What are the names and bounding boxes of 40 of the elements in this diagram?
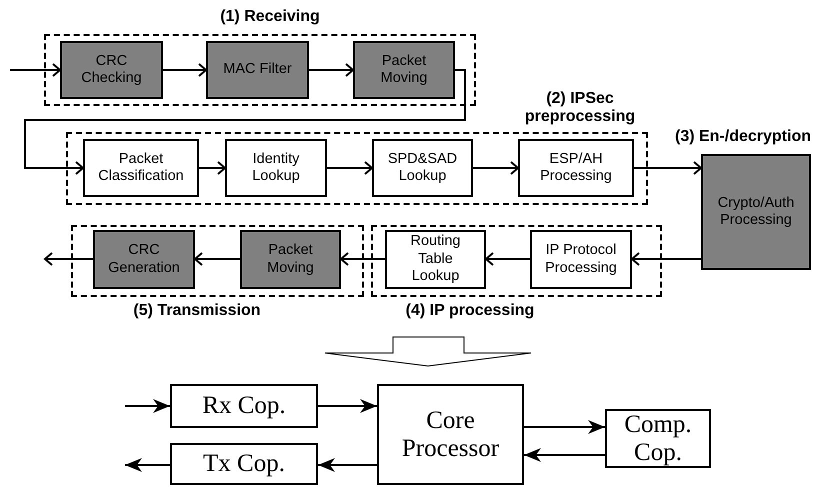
block-box: Comp. Cop. <box>605 409 711 468</box>
group-heading: (4) IP processing <box>404 302 536 320</box>
arrow <box>631 252 701 266</box>
arrow <box>524 448 605 462</box>
arrow <box>485 252 530 266</box>
arrow <box>199 161 226 175</box>
arrow <box>473 161 519 175</box>
process-box: CRC Generation <box>93 230 195 289</box>
block-box: Core Processor <box>377 384 524 485</box>
arrow <box>524 420 605 434</box>
group-heading: (3) En-/decryption <box>674 128 812 146</box>
arrow <box>44 252 93 266</box>
process-box: MAC Filter <box>206 41 309 99</box>
block-box: Tx Cop. <box>170 443 318 485</box>
arrow <box>327 161 373 175</box>
process-box: Crypto/Auth Processing <box>701 154 811 270</box>
arrow <box>318 399 377 413</box>
process-box: Routing Table Lookup <box>385 230 486 289</box>
process-box: Packet Classification <box>83 139 199 197</box>
arrow <box>10 63 61 77</box>
process-box: ESP/AH Processing <box>518 139 634 197</box>
arrow <box>194 252 240 266</box>
arrow <box>163 63 207 77</box>
group-heading: (2) IPSec preprocessing <box>524 90 636 127</box>
arrow <box>125 399 170 413</box>
process-box: Identity Lookup <box>225 139 327 197</box>
group-heading: (1) Receiving <box>219 8 321 26</box>
process-box: IP Protocol Processing <box>530 230 632 289</box>
group-heading: (5) Transmission <box>132 302 262 320</box>
process-box: Packet Moving <box>353 41 455 99</box>
process-box: CRC Checking <box>60 41 163 99</box>
arrow <box>318 458 377 472</box>
process-box: Packet Moving <box>240 230 341 289</box>
arrow <box>309 63 354 77</box>
arrow <box>634 161 702 175</box>
arrow <box>340 252 385 266</box>
block-box: Rx Cop. <box>170 384 318 428</box>
arrow <box>24 69 466 175</box>
process-box: SPD&SAD Lookup <box>372 139 473 197</box>
arrow <box>125 458 170 472</box>
